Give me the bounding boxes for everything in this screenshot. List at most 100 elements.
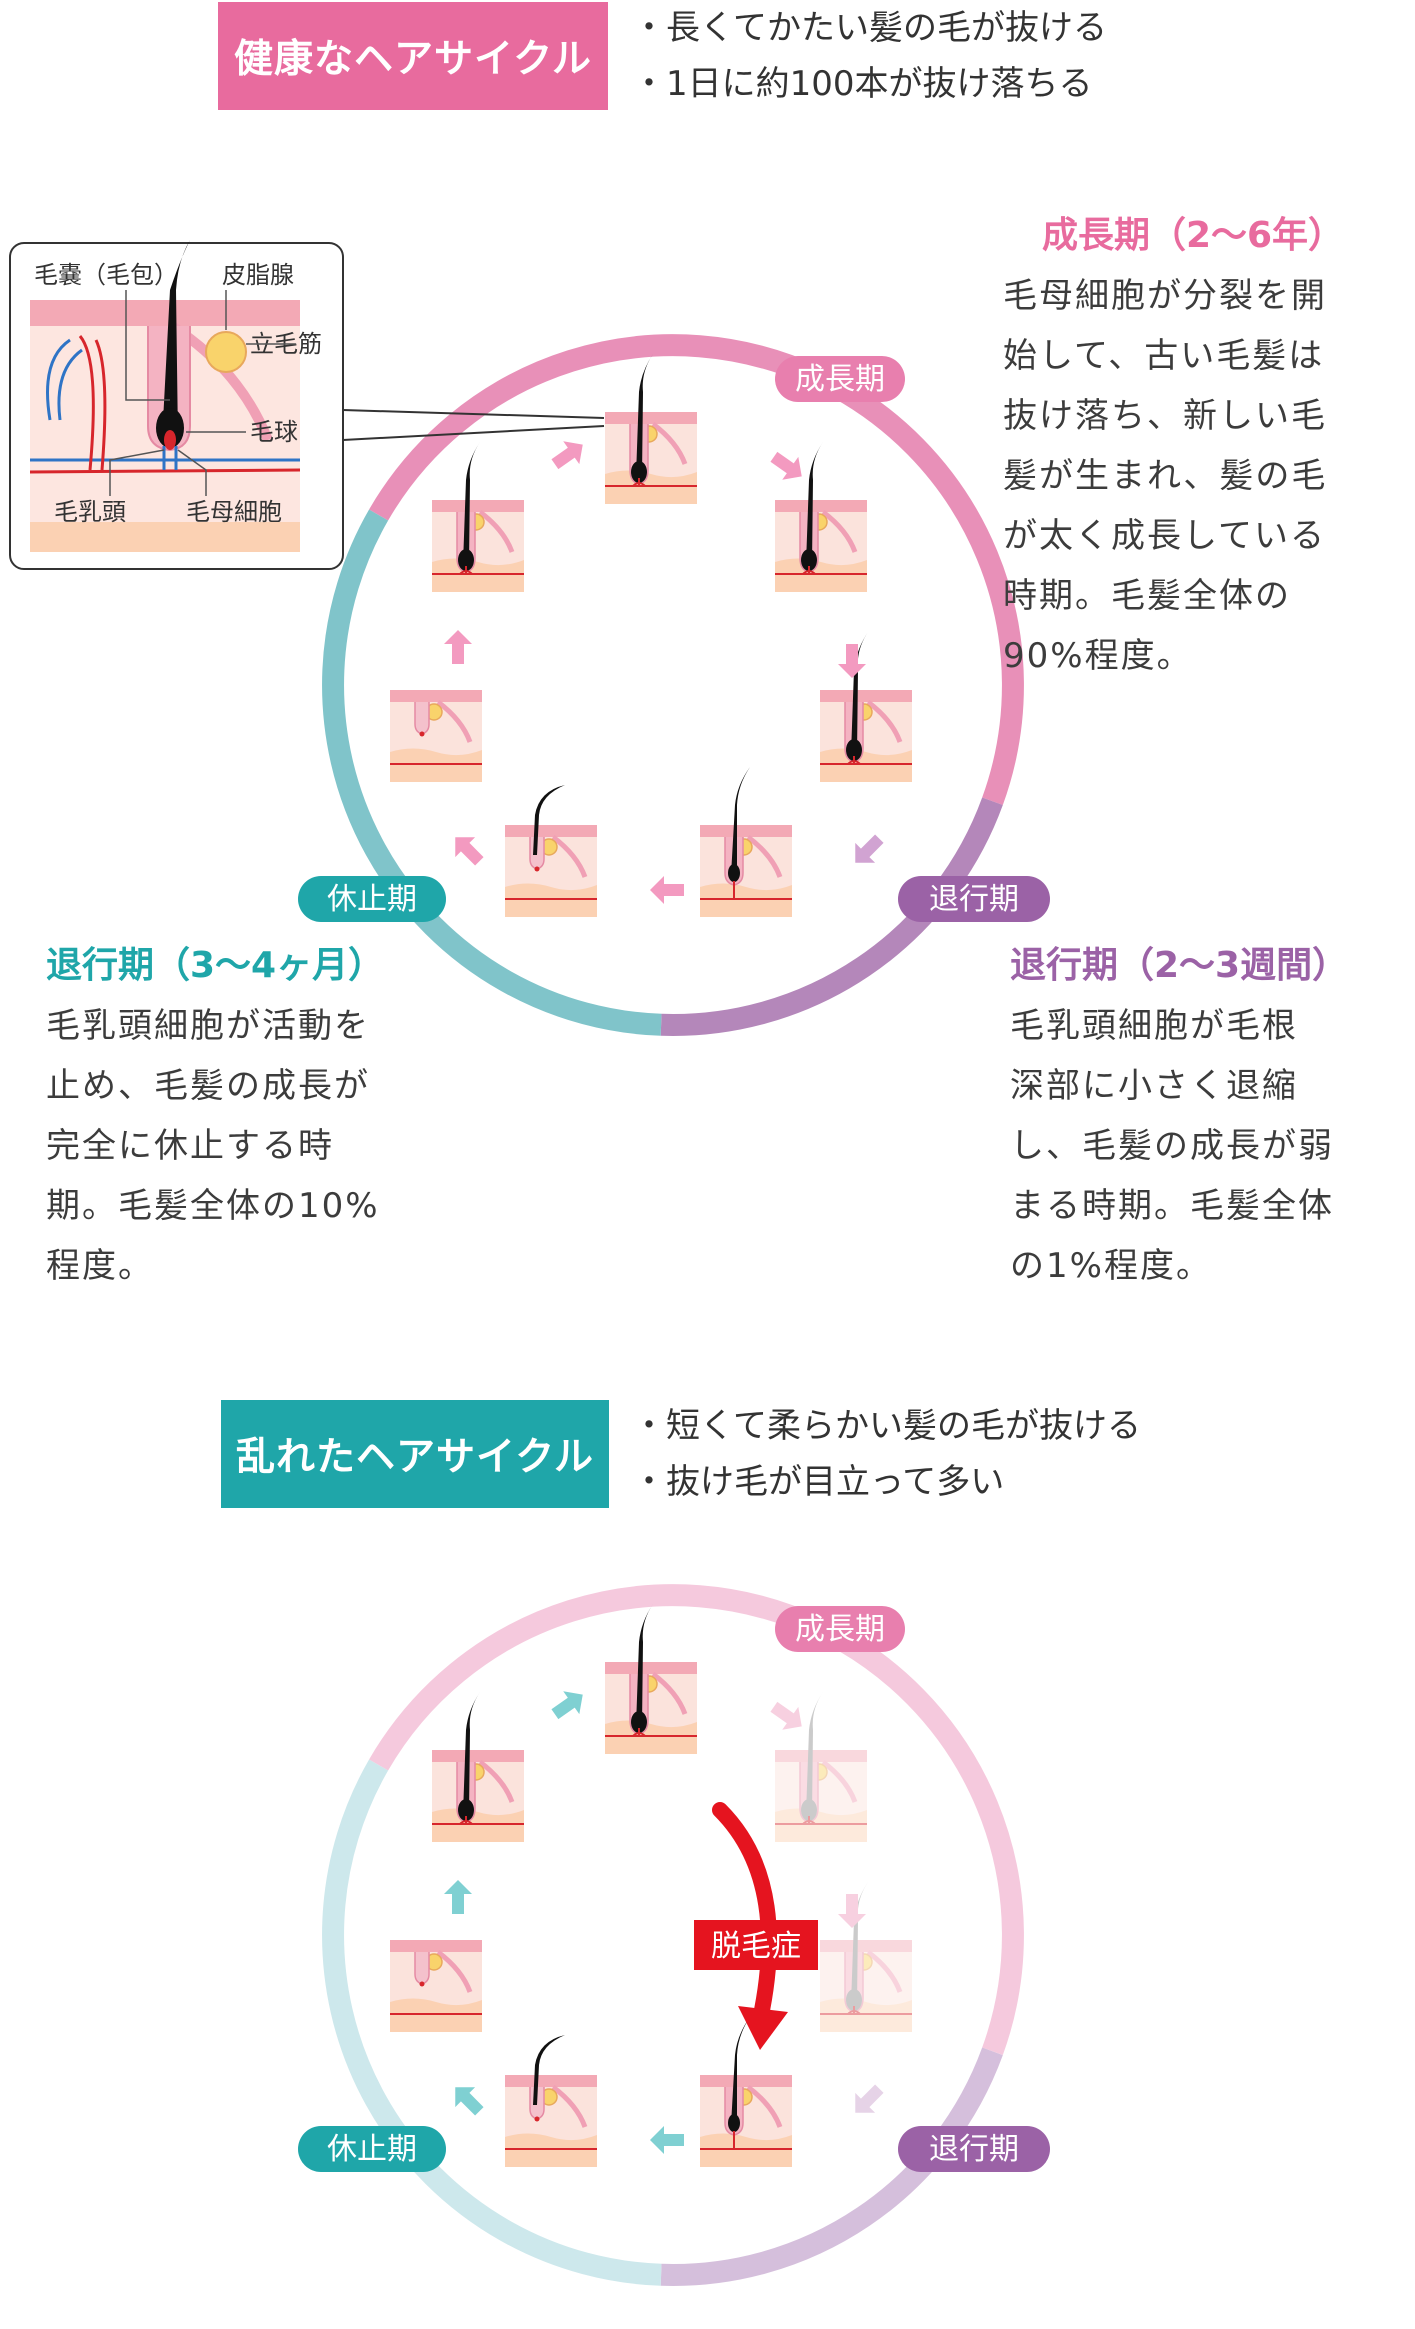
cycle-arrow: [445, 2077, 489, 2121]
epidermis-layer: [700, 2075, 792, 2087]
epidermis-layer: [432, 500, 524, 512]
growth-description-title: 成長期（2〜6年）: [1003, 210, 1383, 262]
disordered-cycle-header: 乱れたヘアサイクル: [221, 1400, 609, 1508]
rest-description-line: 期。毛髪全体の10%: [46, 1176, 426, 1236]
cycle-arrow: [650, 2126, 684, 2154]
inset-label-sebaceous: 皮脂腺: [222, 261, 294, 289]
growth-description-line: 時期。毛髪全体の: [1003, 566, 1383, 626]
dermal-papilla: [420, 1982, 425, 1987]
follicle: [415, 702, 429, 734]
dermal-papilla: [420, 732, 425, 737]
inset-artery: [30, 470, 300, 472]
cycle-arrow: [845, 829, 889, 873]
inset-label-follicle: 毛嚢（毛包）: [34, 261, 178, 289]
cycle-arrow: [838, 644, 866, 678]
cycle-arrow-shape: [445, 2077, 489, 2121]
alopecia-arrow: [720, 1810, 769, 2020]
hair-follicle-tile: [700, 2017, 792, 2167]
healthy-bullets: ・長くてかたい髪の毛が抜ける ・1日に約100本が抜け落ちる: [632, 0, 1107, 112]
inset-label-papilla: 毛乳頭: [54, 498, 126, 526]
regression-description-title: 退行期（2〜3週間）: [1010, 940, 1390, 992]
healthy-cycle-header: 健康なヘアサイクル: [218, 2, 608, 110]
growth-description-line: 抜け落ち、新しい毛: [1003, 386, 1383, 446]
rest-phase-badge-2-label: 休止期: [327, 2132, 417, 2167]
cycle-arrow-shape: [845, 829, 889, 873]
hair-follicle-tile: [820, 632, 912, 782]
cycle-arrow: [444, 1880, 472, 1914]
disordered-bullet-2: ・抜け毛が目立って多い: [632, 1454, 1141, 1510]
epidermis-layer: [820, 690, 912, 702]
cycle-arrow-shape: [845, 2079, 889, 2123]
growth-description-line: 90%程度。: [1003, 626, 1383, 686]
cycle-arrow-shape: [838, 644, 866, 678]
cycle-arrow: [845, 2079, 889, 2123]
epidermis-layer: [390, 1940, 482, 1952]
hair-follicle-tile: [432, 442, 524, 592]
cycle-arrow: [838, 1894, 866, 1928]
alopecia-arrowhead: [738, 2006, 788, 2050]
rest-description-line: 止め、毛髪の成長が: [46, 1056, 426, 1116]
hair-bulb: [728, 864, 740, 882]
cycle-arrow-shape: [838, 1894, 866, 1928]
rest-description-line: 程度。: [46, 1236, 426, 1296]
epidermis-layer: [700, 825, 792, 837]
hair-follicle-tile: [700, 767, 792, 917]
growth-description-line: 始して、古い毛髪は: [1003, 326, 1383, 386]
regression-description-line: の1%程度。: [1010, 1236, 1390, 1296]
healthy-bullet-2: ・1日に約100本が抜け落ちる: [632, 56, 1107, 112]
epidermis-layer: [390, 690, 482, 702]
cycle-arrow-shape: [650, 876, 684, 904]
epidermis-layer: [432, 1750, 524, 1762]
regression-phase-badge-label: 退行期: [929, 882, 1019, 917]
cycle-arrow: [650, 876, 684, 904]
cycle-arrow-shape: [444, 630, 472, 664]
growth-phase-badge-2-label: 成長期: [795, 1612, 885, 1647]
regression-description-line: し、毛髪の成長が弱: [1010, 1116, 1390, 1176]
regression-description-line: 毛乳頭細胞が毛根: [1010, 996, 1390, 1056]
growth-phase-badge-label: 成長期: [795, 362, 885, 397]
inset-label-bulb: 毛球: [250, 418, 298, 446]
inset-label-matrix: 毛母細胞: [186, 498, 282, 526]
epidermis-layer: [775, 500, 867, 512]
growth-description: 成長期（2〜6年） 毛母細胞が分裂を開 始して、古い毛髪は 抜け落ち、新しい毛 …: [1003, 210, 1383, 686]
alopecia-label: 脱毛症: [711, 1929, 801, 1964]
healthy-bullet-1: ・長くてかたい髪の毛が抜ける: [632, 0, 1107, 56]
growth-description-line: 髪が生まれ、髪の毛: [1003, 446, 1383, 506]
hair-follicle-tile: [432, 1692, 524, 1842]
epidermis-layer: [605, 1662, 697, 1674]
regression-description: 退行期（2〜3週間） 毛乳頭細胞が毛根 深部に小さく退縮 し、毛髪の成長が弱 ま…: [1010, 940, 1390, 1296]
hair-follicle-tile: [390, 1940, 482, 2032]
regression-description-line: まる時期。毛髪全体: [1010, 1176, 1390, 1236]
hair-bulb: [728, 2114, 740, 2132]
epidermis-layer: [820, 1940, 912, 1952]
disordered-cycle-title: 乱れたヘアサイクル: [236, 1426, 594, 1482]
rest-description-title: 退行期（3〜4ヶ月）: [46, 940, 426, 992]
healthy-cycle-title: 健康なヘアサイクル: [234, 28, 592, 84]
cycle-arrow-shape: [766, 1695, 810, 1737]
inset-fat: [30, 522, 300, 552]
rest-description: 退行期（3〜4ヶ月） 毛乳頭細胞が活動を 止め、毛髪の成長が 完全に休止する時 …: [46, 940, 426, 1296]
epidermis-layer: [775, 1750, 867, 1762]
cycle-arrow: [445, 827, 489, 871]
cycle-arrow-shape: [445, 827, 489, 871]
hair-follicle-tile: [390, 690, 482, 782]
callout-pointer: [343, 426, 604, 440]
cycle-arrow: [547, 433, 591, 475]
epidermis-layer: [505, 2075, 597, 2087]
regression-description-line: 深部に小さく退縮: [1010, 1056, 1390, 1116]
disordered-bullet-1: ・短くて柔らかい髪の毛が抜ける: [632, 1398, 1141, 1454]
cycle-arrow: [766, 1695, 810, 1737]
rest-description-line: 毛乳頭細胞が活動を: [46, 996, 426, 1056]
hair-follicle-tile: [605, 1604, 697, 1754]
dermal-papilla: [535, 867, 540, 872]
cycle-arrow-shape: [547, 433, 591, 475]
cycle-arrow-shape: [444, 1880, 472, 1914]
inset-epidermis: [30, 300, 300, 326]
regression-phase-badge-2-label: 退行期: [929, 2132, 1019, 2167]
growth-description-line: 毛母細胞が分裂を開: [1003, 266, 1383, 326]
growth-description-line: が太く成長している: [1003, 506, 1383, 566]
follicle: [415, 1952, 429, 1984]
cycle-arrow-shape: [650, 2126, 684, 2154]
rest-description-line: 完全に休止する時: [46, 1116, 426, 1176]
hair-follicle-tile: [820, 1882, 912, 2032]
